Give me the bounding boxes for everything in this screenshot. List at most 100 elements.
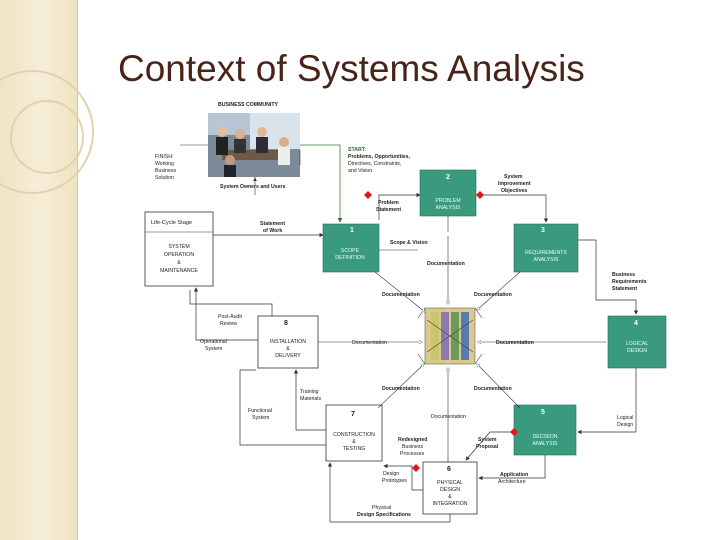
logical-design-label: Design	[617, 422, 633, 428]
operational-system-label: System	[205, 346, 222, 352]
application-architecture-label: Architecture	[498, 479, 526, 485]
design-prototypes-label: Design	[383, 471, 399, 477]
system-improvement-label: Objectives	[501, 188, 527, 194]
documentation-label: Documentation	[427, 261, 465, 267]
phase-number: 5	[541, 409, 545, 416]
arrow-7-functional	[239, 369, 326, 446]
phase-label: PROBLEM	[435, 198, 460, 204]
doc-arrow-3	[477, 271, 521, 310]
phase-2-problem-analysis: 2 PROBLEM ANALYSIS	[419, 169, 477, 217]
business-community-label: BUSINESS COMMUNITY	[218, 102, 278, 108]
finish-line: Solution	[155, 175, 174, 181]
milestone-diamonds	[364, 191, 518, 472]
phase-number: 7	[351, 411, 355, 418]
phase-label: CONSTRUCTION	[333, 432, 375, 438]
central-repository	[417, 307, 483, 365]
doc-arrow-7	[377, 364, 424, 409]
start-line: Problems, Opportunities,	[348, 154, 411, 160]
phase-8-installation-delivery: 8 INSTALLATION & DELIVERY	[257, 315, 319, 369]
start-arrow	[300, 144, 343, 223]
start-line: and Vision	[348, 168, 372, 174]
phase-number: 6	[447, 466, 451, 473]
phase-label: DESIGN	[440, 487, 460, 493]
phase-label: INSTALLATION	[270, 339, 306, 345]
functional-system-label: System	[252, 415, 269, 421]
business-requirements-label: Statement	[612, 286, 637, 292]
phase-label: DEFINITION	[335, 255, 365, 261]
business-requirements-label: Business	[612, 272, 635, 278]
lifecycle-line: SYSTEM	[168, 244, 189, 250]
phase-label: ANALYSIS	[533, 441, 559, 447]
arrow-5-to-6	[478, 455, 546, 481]
phase-label: SCOPE	[341, 248, 360, 254]
doc-arrow-5	[477, 364, 521, 409]
phase-number: 4	[634, 320, 638, 327]
phase-4-logical-design: 4 LOGICAL DESIGN	[607, 315, 667, 369]
phase-label: ANALYSIS	[534, 257, 560, 263]
phase-7-construction-testing: 7 CONSTRUCTION & TESTING	[325, 404, 383, 462]
phase-label: PHYSICAL	[437, 480, 463, 486]
physical-spec-label: Design Specifications	[357, 512, 411, 518]
training-materials-label: Materials	[300, 396, 321, 402]
phase-label: ANALYSIS	[436, 205, 462, 211]
lifecycle-line: OPERATION	[164, 252, 194, 258]
phase-label: &	[352, 439, 356, 445]
documentation-label: Documentation	[382, 292, 420, 298]
phase-label: INTEGRATION	[432, 501, 467, 507]
start-label: START:	[348, 147, 366, 153]
phase-number: 2	[446, 174, 450, 181]
phase-label: TESTING	[343, 446, 365, 452]
arrow-4-to-5	[577, 368, 637, 435]
documentation-label: Documentation	[474, 386, 512, 392]
decorative-circle-small	[10, 100, 84, 174]
finish-label: FINISH:	[155, 154, 173, 160]
arrow-3-to-4	[578, 239, 639, 315]
phase-3-requirements-analysis: 3 REQUIREMENTS ANALYSIS	[513, 223, 579, 273]
phase-number: 1	[350, 227, 354, 234]
post-audit-label: Post-Audit	[218, 314, 242, 320]
business-requirements-label: Requirements	[612, 279, 647, 285]
system-owners-users-label: System Owners and Users	[220, 184, 286, 190]
physical-spec-label: Physical	[372, 505, 391, 511]
application-architecture-label: Application	[500, 472, 528, 478]
doc-arrow-1	[374, 271, 425, 312]
slide-title: Context of Systems Analysis	[118, 48, 585, 89]
lifecycle-line: MAINTENANCE	[160, 268, 198, 274]
phase-1-scope-definition: 1 SCOPE DEFINITION	[322, 223, 380, 273]
arrow-7-to-8	[293, 369, 326, 431]
scope-vision-label: Scope & Vision	[390, 240, 428, 246]
arrow-8-to-lifecycle	[193, 287, 258, 341]
phase-label: LOGICAL	[626, 341, 649, 347]
system-improvement-label: Improvement	[498, 181, 531, 187]
phase-label: &	[286, 346, 290, 352]
decorative-side-strip	[0, 0, 94, 540]
lifecycle-stage-box: Life-Cycle Stage SYSTEM OPERATION & MAIN…	[144, 211, 214, 287]
post-audit-label: Review	[220, 321, 237, 327]
phase-number: 8	[284, 320, 288, 327]
phase-5-decision-analysis: 5 DECISION ANALYSIS	[513, 404, 577, 456]
lifecycle-line: &	[177, 260, 181, 266]
arrow-6-to-7b	[327, 462, 451, 523]
redesigned-processes-label: Business	[402, 444, 423, 450]
documentation-label: Documentation	[382, 386, 420, 392]
system-improvement-label: System	[504, 174, 523, 180]
start-line: Directives, Constraints,	[348, 161, 401, 167]
functional-system-label: Functional	[248, 408, 272, 414]
arrow-6-to-7	[383, 463, 423, 491]
design-prototypes-label: Prototypes	[382, 478, 407, 484]
documentation-label: Documentation	[352, 340, 387, 346]
lifecycle-header: Life-Cycle Stage	[151, 220, 192, 226]
documentation-label: Documentation	[474, 292, 512, 298]
logical-design-label: Logical	[617, 415, 633, 421]
system-proposal-label: Proposal	[476, 444, 499, 450]
redesigned-processes-label: Redesigned	[398, 437, 427, 443]
phase-6-physical-design: 6 PHYSICAL DESIGN & INTEGRATION	[422, 461, 478, 515]
arrow-post-audit	[189, 290, 273, 316]
finish-line: Business	[155, 168, 176, 174]
arrow-2-to-3	[476, 194, 549, 223]
statement-of-work-label: Statement	[260, 221, 285, 227]
redesigned-processes-label: Processes	[400, 451, 425, 457]
problem-statement-label: Problem	[378, 200, 399, 206]
phase-label: REQUIREMENTS	[525, 250, 567, 256]
